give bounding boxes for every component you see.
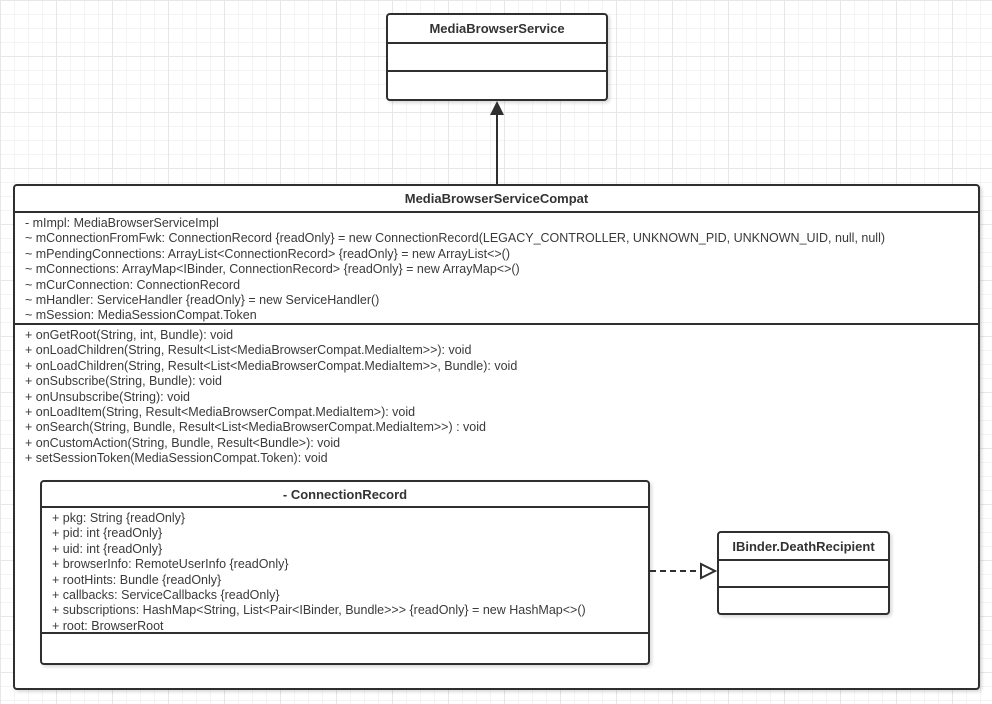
member-line: + pid: int {readOnly} bbox=[52, 526, 163, 541]
inheritance-arrow[interactable] bbox=[485, 101, 509, 184]
member-line: + pkg: String {readOnly} bbox=[52, 511, 186, 525]
methods-compartment-empty bbox=[42, 634, 648, 663]
member-line: + onUnsubscribe(String): void bbox=[25, 389, 191, 404]
member-line: + root: BrowserRoot bbox=[52, 618, 164, 633]
methods-compartment-empty bbox=[388, 72, 606, 99]
fields-compartment: - mImpl: MediaBrowserServiceImpl~ mConne… bbox=[15, 213, 978, 325]
member-line: + onLoadChildren(String, Result<List<Med… bbox=[25, 343, 472, 358]
member-line: + onGetRoot(String, int, Bundle): void bbox=[25, 328, 234, 342]
fields-compartment-empty bbox=[719, 561, 888, 588]
member-line: ~ mConnections: ArrayMap<IBinder, Connec… bbox=[25, 262, 520, 277]
fields-compartment: + pkg: String {readOnly}+ pid: int {read… bbox=[42, 508, 648, 634]
member-line: + onCustomAction(String, Bundle, Result<… bbox=[25, 435, 341, 450]
class-box-ibinder-death-recipient[interactable]: IBinder.DeathRecipient bbox=[717, 531, 890, 615]
member-line: ~ mSession: MediaSessionCompat.Token bbox=[25, 308, 257, 323]
member-line: ~ mPendingConnections: ArrayList<Connect… bbox=[25, 246, 510, 261]
member-line: + uid: int {readOnly} bbox=[52, 541, 163, 556]
member-line: + setSessionToken(MediaSessionCompat.Tok… bbox=[25, 451, 328, 466]
class-title: MediaBrowserServiceCompat bbox=[15, 186, 978, 213]
methods-compartment-empty bbox=[719, 588, 888, 613]
realization-arrow[interactable] bbox=[649, 558, 718, 584]
member-line: + onSearch(String, Bundle, Result<List<M… bbox=[25, 420, 486, 435]
member-line: + onSubscribe(String, Bundle): void bbox=[25, 374, 222, 389]
class-title: - ConnectionRecord bbox=[42, 482, 648, 508]
methods-compartment: + onGetRoot(String, int, Bundle): void+ … bbox=[15, 325, 978, 688]
member-line: ~ mCurConnection: ConnectionRecord bbox=[25, 277, 241, 292]
member-line: ~ mHandler: ServiceHandler {readOnly} = … bbox=[25, 293, 380, 308]
member-line: + onLoadItem(String, Result<MediaBrowser… bbox=[25, 405, 416, 420]
member-line: - mImpl: MediaBrowserServiceImpl bbox=[25, 216, 219, 230]
class-box-connection-record[interactable]: - ConnectionRecord + pkg: String {readOn… bbox=[40, 480, 650, 665]
class-title: IBinder.DeathRecipient bbox=[719, 533, 888, 561]
member-line: + browserInfo: RemoteUserInfo {readOnly} bbox=[52, 557, 289, 572]
class-box-media-browser-service[interactable]: MediaBrowserService bbox=[386, 13, 608, 101]
member-line: ~ mConnectionFromFwk: ConnectionRecord {… bbox=[25, 231, 886, 246]
member-line: + onLoadChildren(String, Result<List<Med… bbox=[25, 358, 518, 373]
member-line: + subscriptions: HashMap<String, List<Pa… bbox=[52, 603, 586, 618]
member-line: + rootHints: Bundle {readOnly} bbox=[52, 572, 222, 587]
member-line: + callbacks: ServiceCallbacks {readOnly} bbox=[52, 588, 280, 603]
fields-compartment-empty bbox=[388, 44, 606, 72]
class-title: MediaBrowserService bbox=[388, 15, 606, 44]
